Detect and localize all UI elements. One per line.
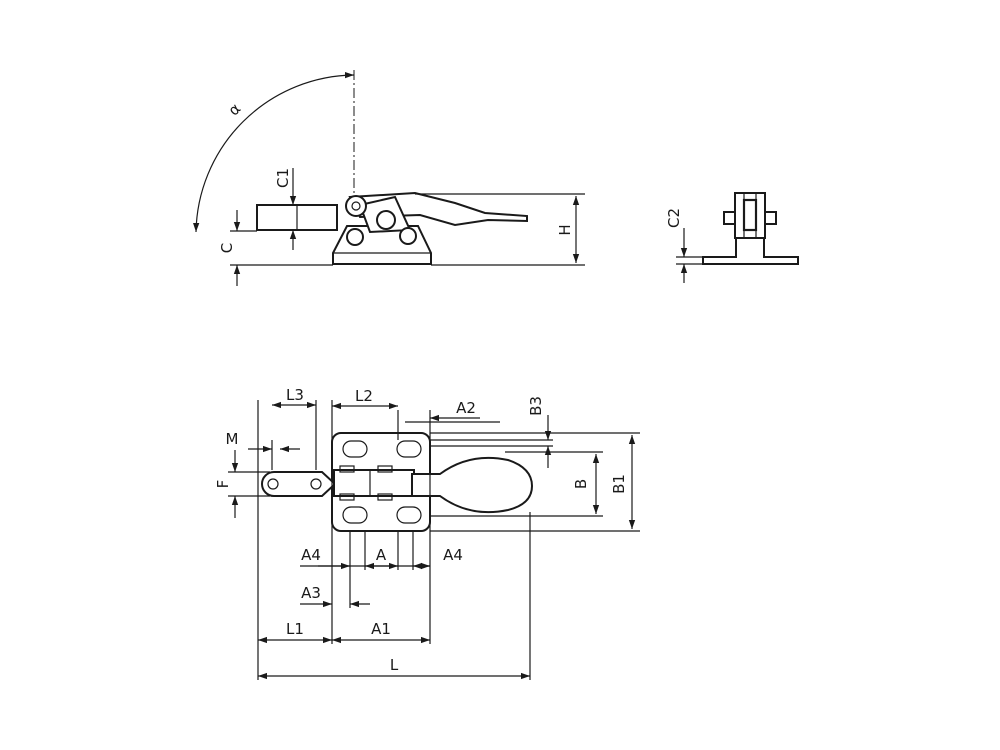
label-f: F — [214, 480, 232, 489]
end-pin-left — [723, 211, 736, 225]
label-c: C — [218, 243, 236, 253]
label-a: A — [376, 546, 387, 564]
label-a4-left: A4 — [301, 546, 321, 564]
mount-slot-top-right — [396, 440, 422, 458]
mount-slot-top-left — [342, 440, 368, 458]
end-pin-right — [764, 211, 777, 225]
label-l1: L1 — [286, 620, 304, 638]
body-tab-4 — [377, 493, 393, 501]
spindle-eye — [261, 471, 337, 497]
label-h: H — [556, 224, 574, 235]
label-l3: L3 — [286, 386, 304, 404]
pivot-front-hole — [351, 201, 361, 211]
label-c1: C1 — [274, 168, 292, 188]
pivot-base-right — [399, 227, 417, 245]
label-c2: C2 — [665, 208, 683, 228]
body-tab-2 — [377, 465, 393, 473]
eye-hole-right — [310, 478, 322, 490]
end-spindle — [742, 198, 758, 232]
alpha-swing-arc — [193, 71, 355, 233]
handle-knob — [411, 456, 534, 514]
label-m: M — [226, 430, 239, 448]
label-b: B — [572, 479, 590, 489]
label-a4-right: A4 — [443, 546, 463, 564]
label-a1: A1 — [371, 620, 391, 638]
eye-hole-left — [267, 478, 279, 490]
label-l2: L2 — [355, 387, 373, 405]
body-tab-1 — [339, 465, 355, 473]
label-a3: A3 — [301, 584, 321, 602]
body-tab-3 — [339, 493, 355, 501]
label-alpha: α — [225, 100, 245, 120]
body-strip — [333, 469, 415, 497]
label-b3: B3 — [527, 396, 545, 416]
label-a2: A2 — [456, 399, 476, 417]
label-l: L — [390, 656, 399, 674]
pivot-mid — [376, 210, 396, 230]
side-view: α C C1 H — [193, 70, 585, 286]
mount-slot-bottom-left — [342, 506, 368, 524]
pivot-front — [345, 195, 367, 217]
end-view: C2 — [665, 192, 799, 283]
label-b1: B1 — [610, 474, 628, 494]
mount-slot-bottom-right — [396, 506, 422, 524]
top-view: L3 L2 A2 B3 M F B B1 A4 A A4 A3 L1 A1 L — [214, 386, 640, 680]
pivot-base-left — [346, 228, 364, 246]
